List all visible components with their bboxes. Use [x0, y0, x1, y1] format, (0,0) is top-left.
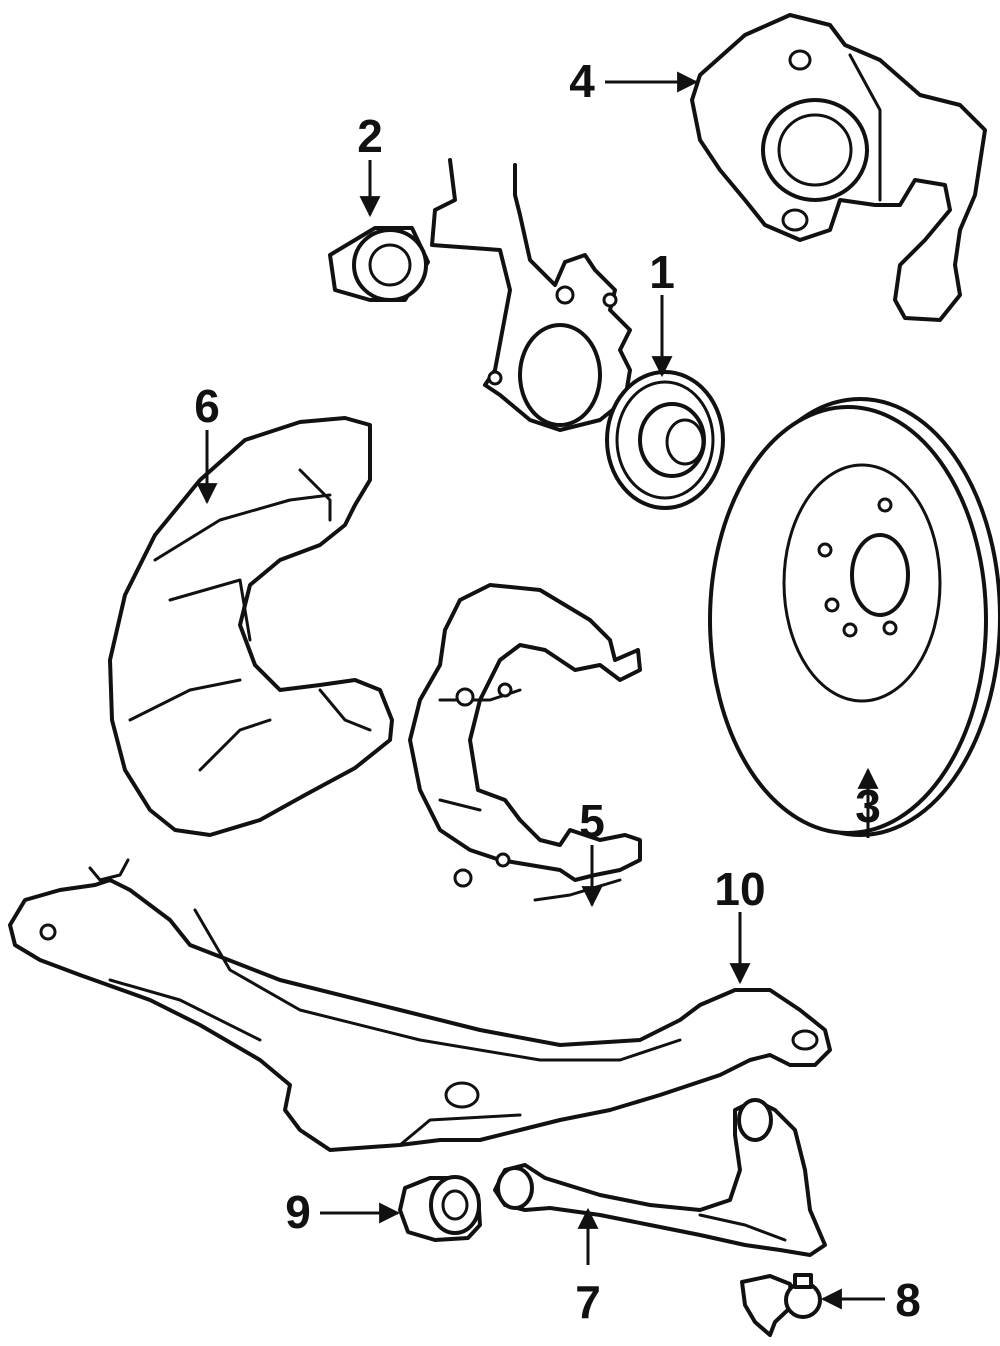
brake-caliper[interactable] — [690, 13, 987, 322]
splash-shield[interactable] — [108, 416, 394, 837]
callout-1: 1 — [649, 246, 675, 298]
callout-9: 9 — [285, 1186, 311, 1238]
callout-8: 8 — [895, 1274, 921, 1326]
wheel-bearing[interactable] — [328, 226, 430, 302]
brake-rotor[interactable] — [708, 397, 1000, 837]
control-arm[interactable] — [493, 1098, 827, 1257]
callout-4: 4 — [569, 55, 595, 107]
leader-lines — [196, 71, 885, 1310]
callout-2: 2 — [357, 110, 383, 162]
callout-5: 5 — [579, 795, 605, 847]
steering-knuckle — [430, 158, 632, 432]
caliper-bracket[interactable] — [408, 583, 642, 902]
crossmember[interactable] — [8, 858, 832, 1152]
ball-joint[interactable] — [740, 1273, 822, 1337]
callout-3: 3 — [855, 780, 881, 832]
wheel-hub[interactable] — [605, 370, 725, 510]
callout-labels: 1 2 3 4 5 6 7 8 9 10 — [194, 55, 921, 1328]
callout-6: 6 — [194, 380, 220, 432]
callout-10: 10 — [714, 863, 765, 915]
callout-7: 7 — [575, 1276, 601, 1328]
bushing[interactable] — [398, 1175, 482, 1242]
